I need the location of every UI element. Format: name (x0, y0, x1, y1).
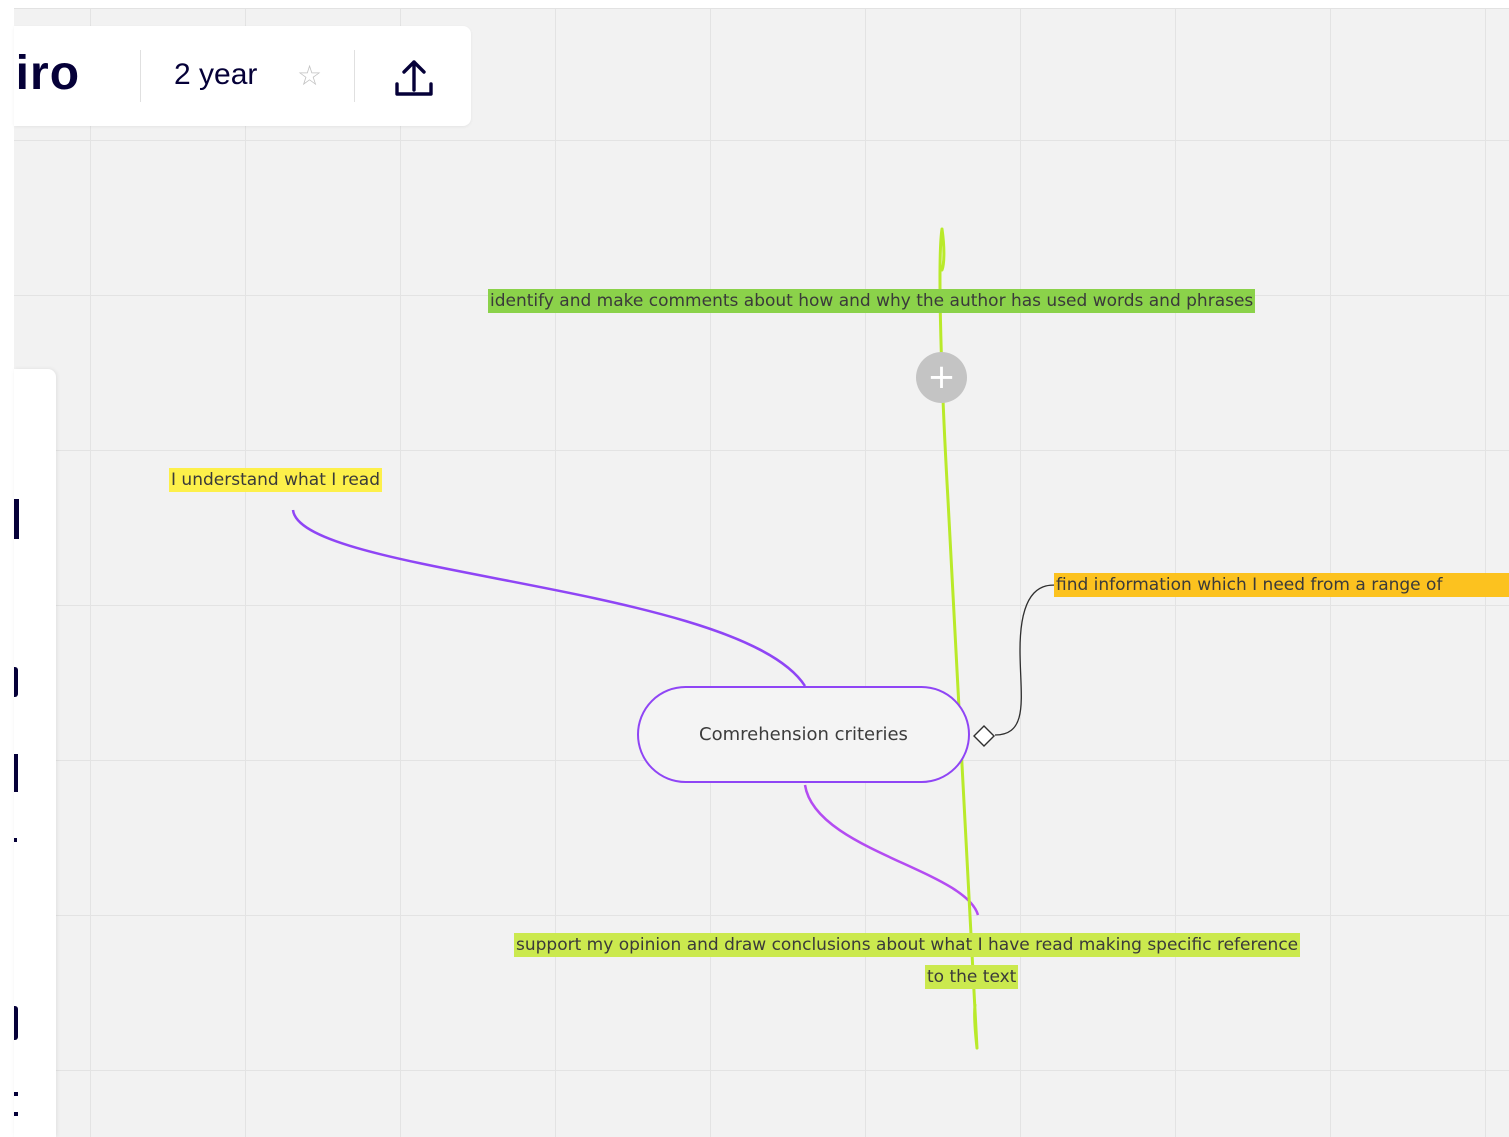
left-toolbar (14, 369, 56, 1137)
connector-find[interactable] (994, 584, 1057, 736)
sticky-understand[interactable]: I understand what I read (169, 468, 382, 492)
tool-icon-6b[interactable] (14, 1112, 18, 1116)
header-divider-2 (354, 50, 355, 102)
left-edge (0, 0, 14, 1137)
add-node-button[interactable]: + (916, 352, 967, 403)
connector-diamond-icon[interactable] (973, 725, 995, 747)
header-divider (140, 50, 141, 102)
tool-icon-2[interactable] (14, 667, 18, 697)
tool-icon-3[interactable] (14, 754, 18, 792)
board-name[interactable]: 2 year (174, 58, 258, 91)
tool-icon-4[interactable] (14, 838, 17, 842)
connector-support[interactable] (803, 784, 980, 916)
board-header: miro 2 year ☆ (14, 26, 471, 126)
star-icon[interactable]: ☆ (297, 59, 323, 92)
miro-logo[interactable]: miro (14, 47, 81, 100)
tool-icon-5[interactable] (14, 1006, 18, 1040)
upload-icon[interactable] (394, 54, 434, 98)
root-label: Comrehension criteries (699, 724, 908, 745)
plus-icon: + (927, 357, 956, 397)
sticky-identify[interactable]: identify and make comments about how and… (488, 289, 1256, 313)
sticky-support-line2[interactable]: to the text (925, 965, 1019, 989)
tool-icon-1[interactable] (14, 499, 19, 539)
mindmap-root-node[interactable]: Comrehension criteries (637, 686, 970, 783)
sticky-find[interactable]: find information which I need from a ran… (1054, 573, 1509, 597)
connector-understand[interactable] (291, 509, 807, 687)
top-edge (0, 0, 1509, 9)
logo-clip: miro (14, 26, 106, 126)
tool-icon-6a[interactable] (14, 1092, 18, 1096)
sticky-support-line1[interactable]: support my opinion and draw conclusions … (514, 933, 1301, 957)
